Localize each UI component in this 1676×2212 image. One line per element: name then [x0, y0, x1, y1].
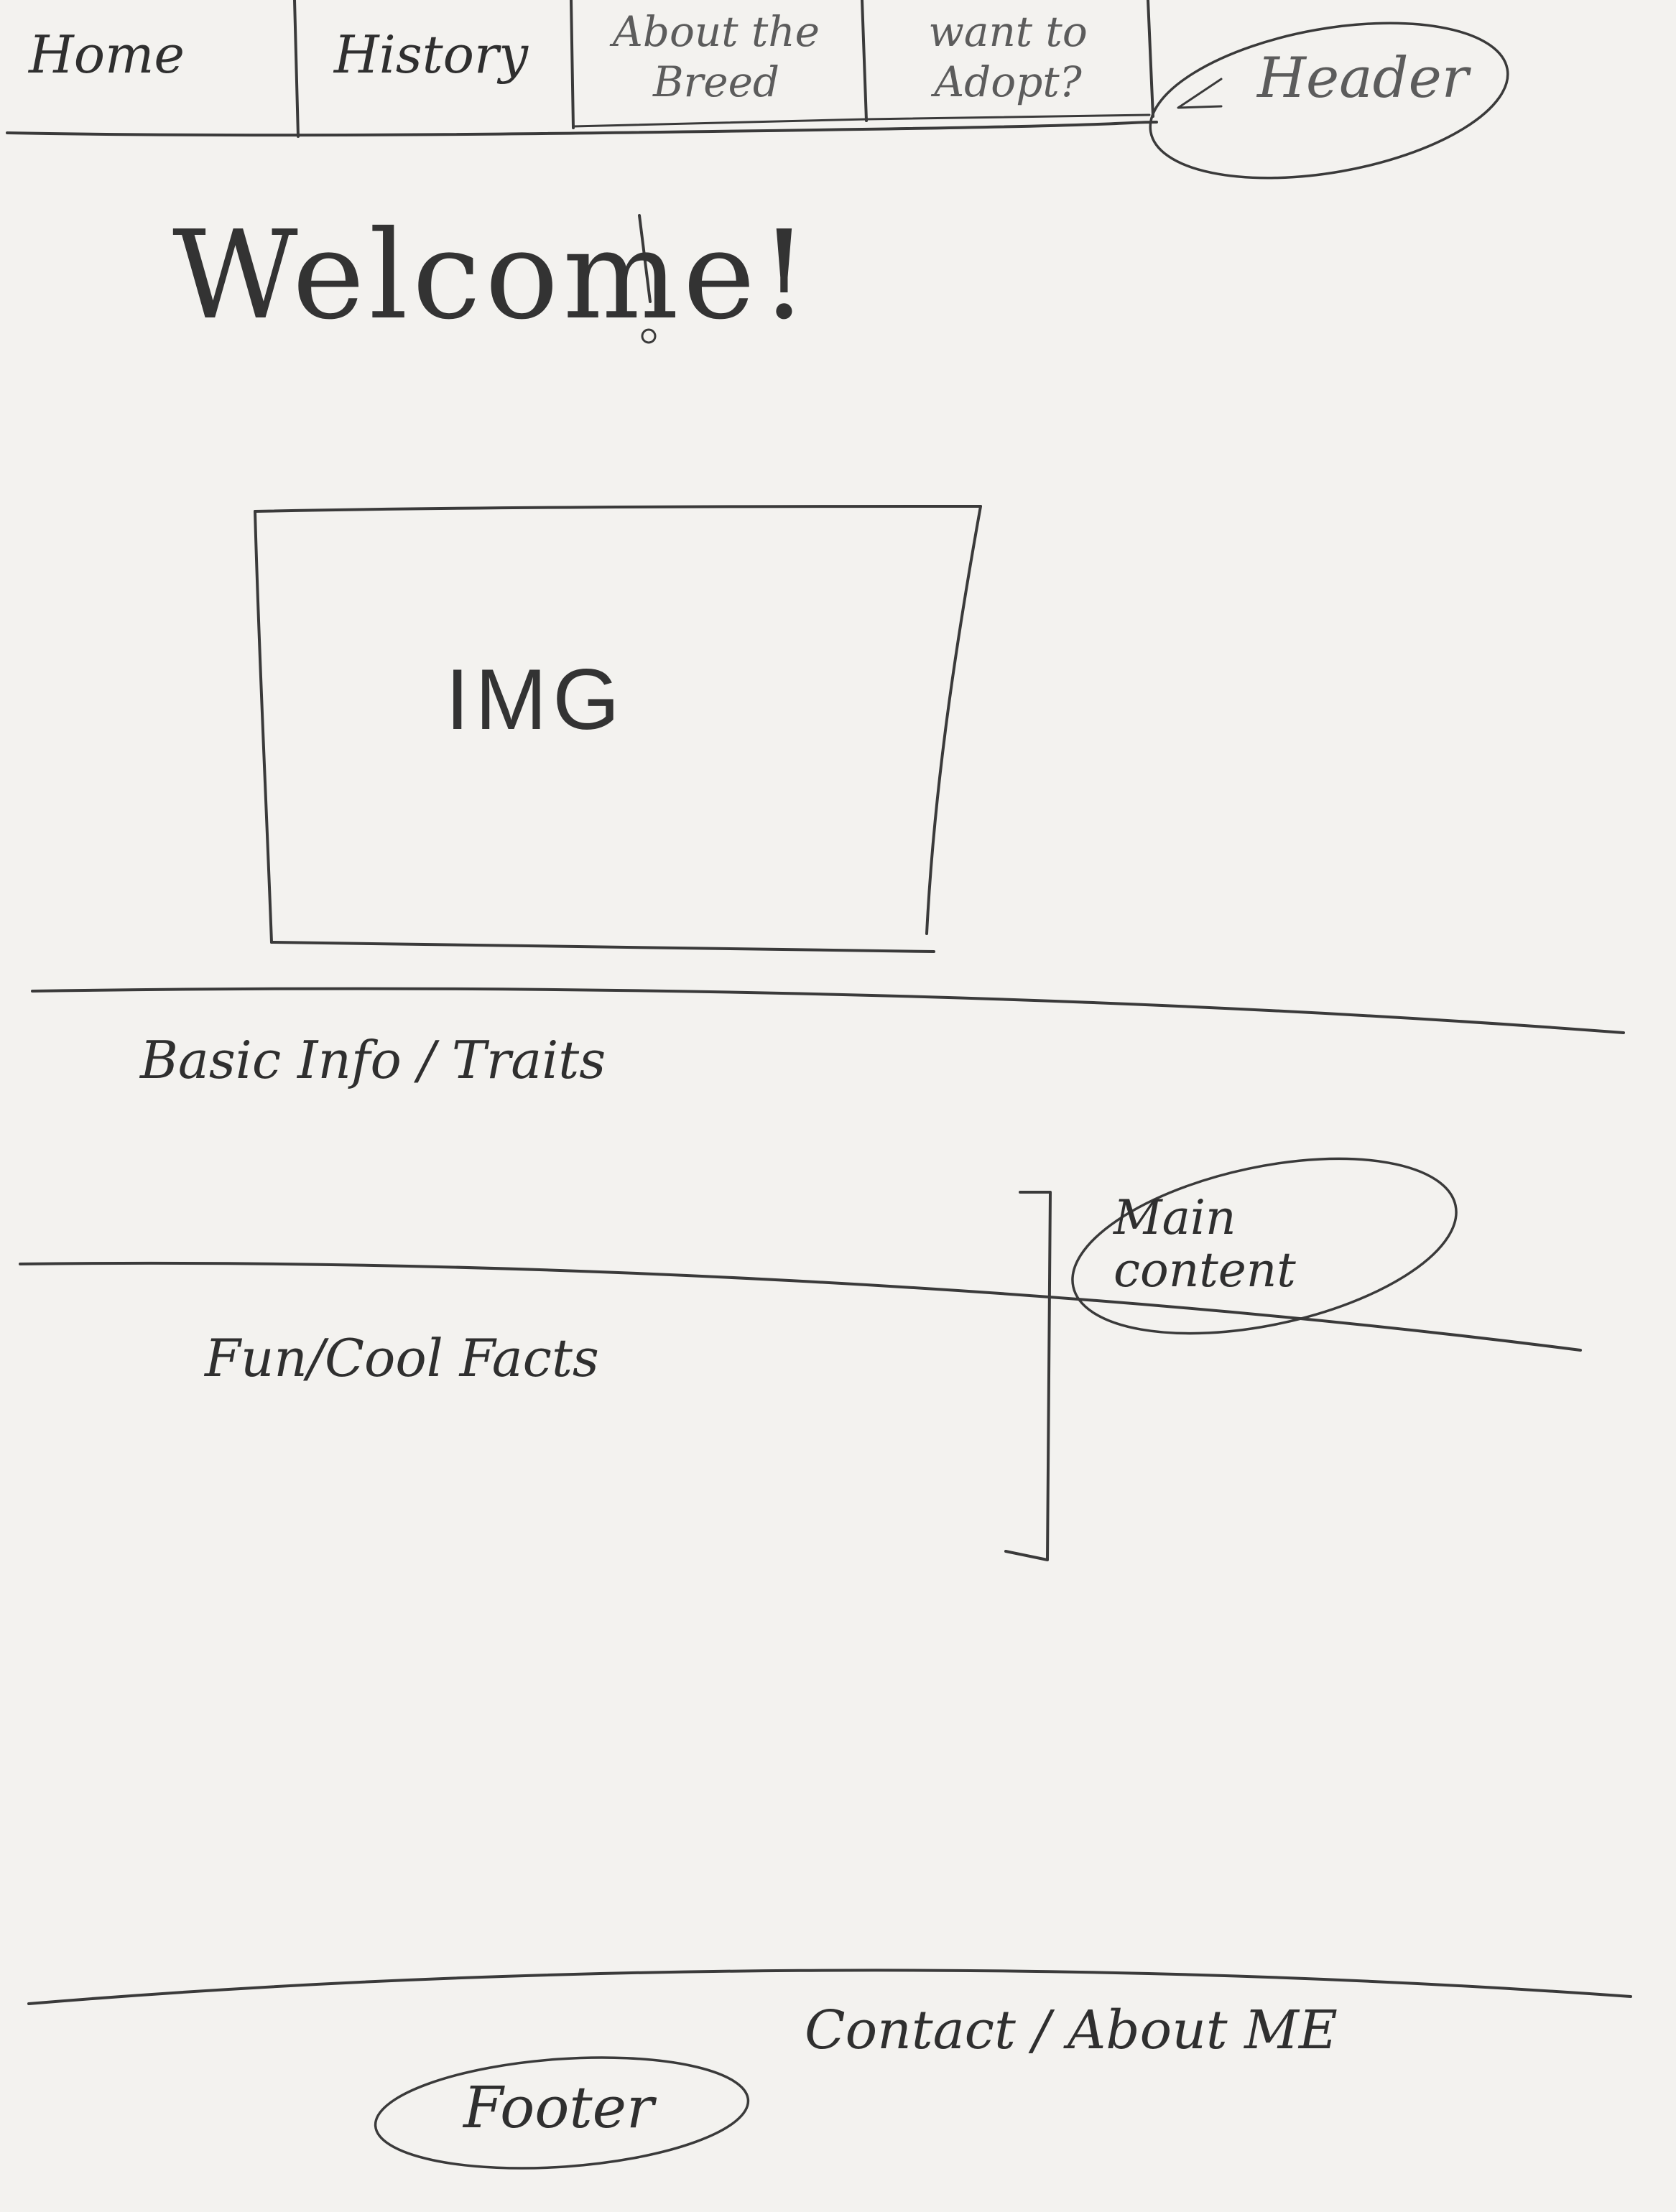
welcome-heading: Welcome! [172, 205, 813, 347]
main-content-annotation: Main content [1114, 1190, 1296, 1298]
section-basic-info: Basic Info / Traits [140, 1030, 606, 1090]
nav-tab-history[interactable]: History [309, 29, 553, 80]
header-annotation: Header [1257, 46, 1469, 111]
footer-contact[interactable]: Contact / About ME [805, 1999, 1338, 2061]
footer-annotation: Footer [463, 2074, 654, 2141]
nav-tab-adopt[interactable]: want to Adopt? [875, 7, 1141, 107]
nav-tab-about-breed[interactable]: About the Breed [583, 7, 849, 107]
nav-tab-adopt-label: want to Adopt? [928, 7, 1088, 106]
nav-tab-home[interactable]: Home [29, 24, 185, 85]
image-placeholder-label: IMG [445, 651, 626, 748]
nav-tab-home-label: Home [29, 24, 185, 85]
nav-tab-about-breed-label: About the Breed [612, 7, 820, 106]
section-fun-facts: Fun/Cool Facts [205, 1328, 599, 1388]
nav-tab-history-label: History [333, 24, 529, 85]
